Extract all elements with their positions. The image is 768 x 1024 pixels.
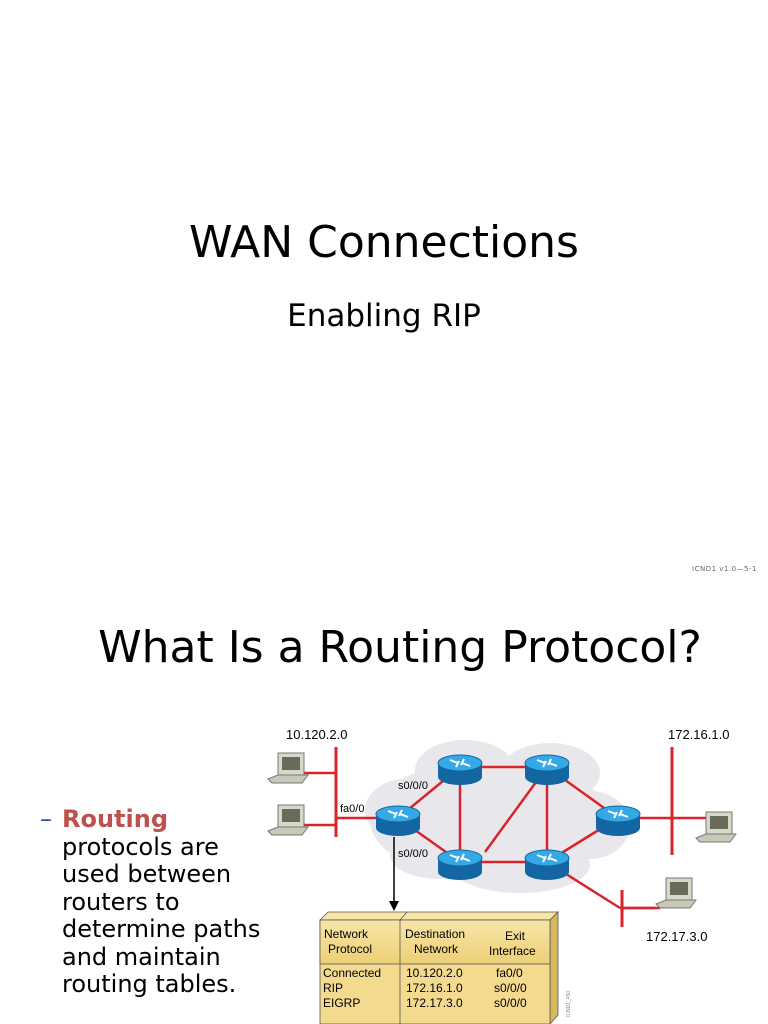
- bullet-highlight: Routing: [62, 805, 169, 833]
- table-cell: RIP: [323, 981, 343, 995]
- table-header: Interface: [489, 944, 536, 958]
- table-header: Destination: [405, 927, 465, 941]
- slide-subtitle: Enabling RIP: [287, 298, 481, 334]
- routing-diagram: 10.120.2.0 172.16.1.0 172.17.3.0 fa0/0 s…: [267, 727, 737, 1024]
- pc-icon: [655, 877, 697, 909]
- bullet-point: – Routing protocols are used between rou…: [40, 805, 262, 999]
- table-cell: EIGRP: [323, 996, 360, 1010]
- table-cell: 10.120.2.0: [406, 966, 463, 980]
- bullet-dash: –: [40, 805, 52, 833]
- lan-segments: [334, 747, 674, 927]
- router-icon: [524, 849, 570, 880]
- routers: [375, 754, 641, 880]
- pc-icon: [267, 752, 309, 784]
- arrow-to-table: [389, 837, 399, 911]
- pc-icon: [267, 804, 309, 836]
- table-cell: s0/0/0: [494, 996, 527, 1010]
- network-label: 10.120.2.0: [286, 727, 347, 742]
- table-cell: Connected: [323, 966, 381, 980]
- interface-label: fa0/0: [340, 803, 364, 815]
- interface-label: s0/0/0: [398, 780, 428, 792]
- table-header: Network: [324, 927, 369, 941]
- table-cell: fa0/0: [496, 966, 523, 980]
- router-icon: [437, 754, 483, 785]
- pc-icon: [695, 811, 737, 843]
- table-cell: 172.16.1.0: [406, 981, 463, 995]
- bullet-rest: protocols are used between routers to de…: [62, 832, 261, 998]
- network-label: 172.17.3.0: [646, 929, 707, 944]
- content-slide: What Is a Routing Protocol?: [0, 580, 768, 1024]
- table-header: Protocol: [328, 942, 372, 956]
- table-header: Network: [414, 942, 459, 956]
- router-icon: [524, 754, 570, 785]
- interface-label: s0/0/0: [398, 848, 428, 860]
- router-icon: [437, 849, 483, 880]
- table-header: Exit: [505, 929, 526, 943]
- routing-table: Network Protocol Destination Network Exi…: [319, 911, 572, 1024]
- network-label: 172.16.1.0: [668, 727, 729, 742]
- workstations: [267, 752, 737, 909]
- figure-code: ICND1_450: [566, 991, 572, 1017]
- slide-footer-code: ICND1 v1.0—5-1: [692, 565, 757, 573]
- slide-title: What Is a Routing Protocol?: [98, 622, 702, 673]
- router-icon: [375, 805, 421, 836]
- table-cell: s0/0/0: [494, 981, 527, 995]
- title-slide: WAN Connections Enabling RIP ICND1 v1.0—…: [189, 217, 757, 573]
- router-icon: [595, 805, 641, 836]
- slide-title: WAN Connections: [189, 217, 579, 268]
- table-cell: 172.17.3.0: [406, 996, 463, 1010]
- bullet-text: Routing protocols are used between route…: [62, 805, 262, 999]
